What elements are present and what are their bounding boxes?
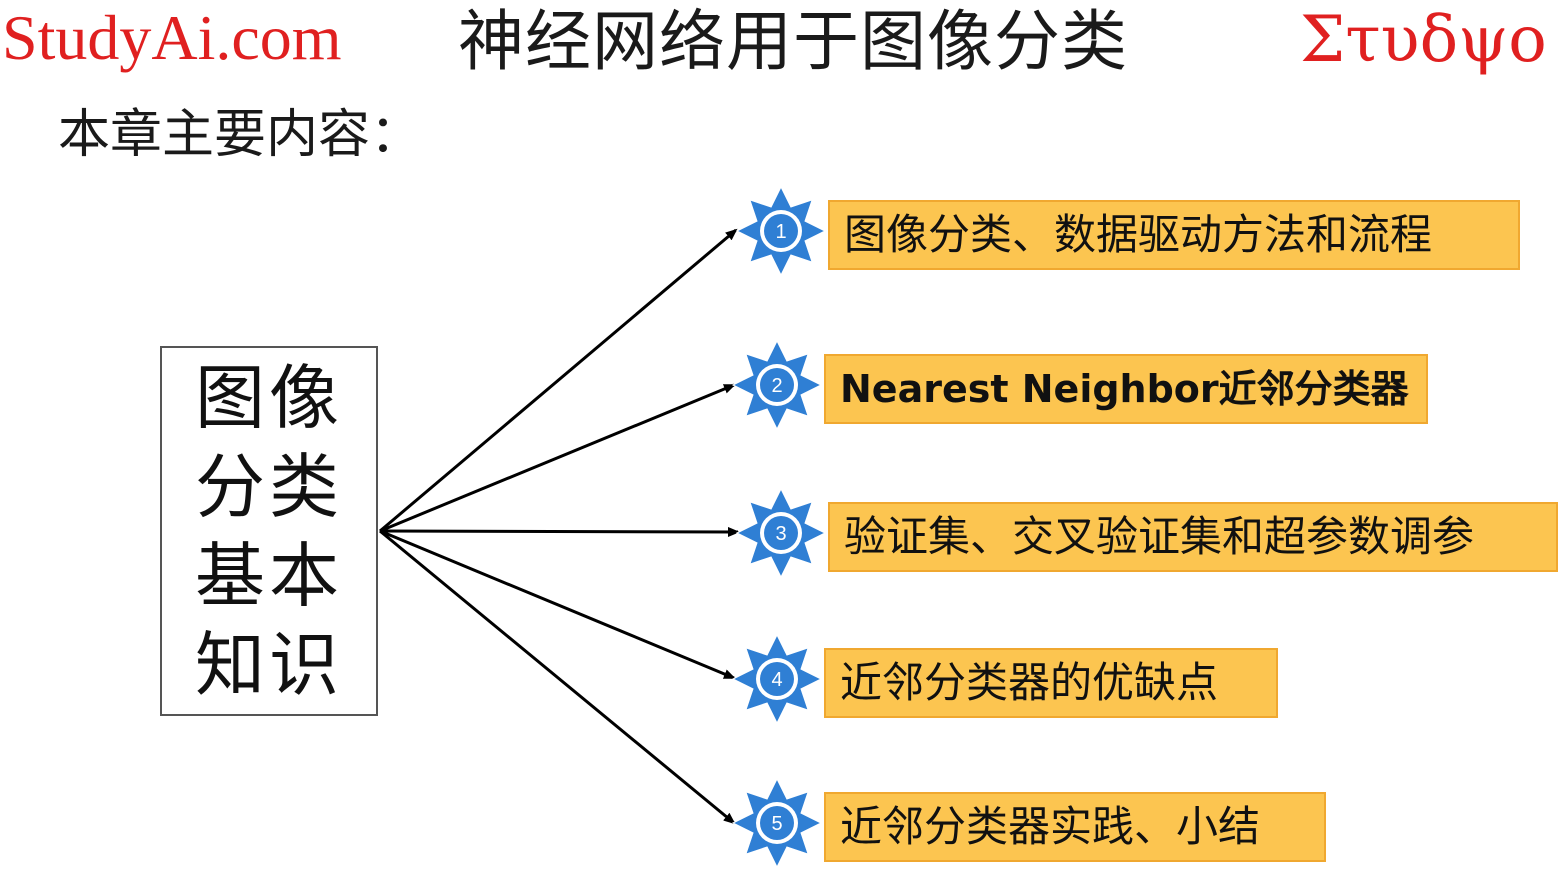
page-title: 神经网络用于图像分类 xyxy=(458,3,1128,80)
item-label-2: Nearest Neighbor近邻分类器 xyxy=(824,354,1428,424)
number-badge-1-icon: 1 xyxy=(736,186,826,276)
connector-arrow-5 xyxy=(379,529,736,825)
item-label-5: 近邻分类器实践、小结 xyxy=(824,792,1326,862)
topic-box: 图像分类基本知识 xyxy=(160,346,378,716)
badge-number: 4 xyxy=(771,669,782,691)
number-badge-5-icon: 5 xyxy=(732,778,822,868)
topic-box-label: 图像分类基本知识 xyxy=(195,357,343,706)
item-label-1: 图像分类、数据驱动方法和流程 xyxy=(828,200,1520,270)
item-label-4: 近邻分类器的优缺点 xyxy=(824,648,1278,718)
number-badge-3-icon: 3 xyxy=(736,488,826,578)
connector-arrow-3 xyxy=(379,526,740,537)
item-label-3: 验证集、交叉验证集和超参数调参 xyxy=(828,502,1558,572)
connector-arrow-4 xyxy=(379,529,736,680)
connector-arrow-1 xyxy=(379,228,738,533)
badge-number: 2 xyxy=(771,375,782,397)
number-badge-4-icon: 4 xyxy=(732,634,822,724)
badge-number: 5 xyxy=(771,813,782,835)
connector-arrow-2 xyxy=(379,383,736,533)
badge-number: 1 xyxy=(775,221,786,243)
brand-logo-right: Στυδψο xyxy=(1300,3,1547,77)
number-badge-2-icon: 2 xyxy=(732,340,822,430)
brand-logo-left: StudyAi.com xyxy=(2,2,342,73)
section-subtitle: 本章主要内容： xyxy=(58,105,423,165)
badge-number: 3 xyxy=(775,523,786,545)
